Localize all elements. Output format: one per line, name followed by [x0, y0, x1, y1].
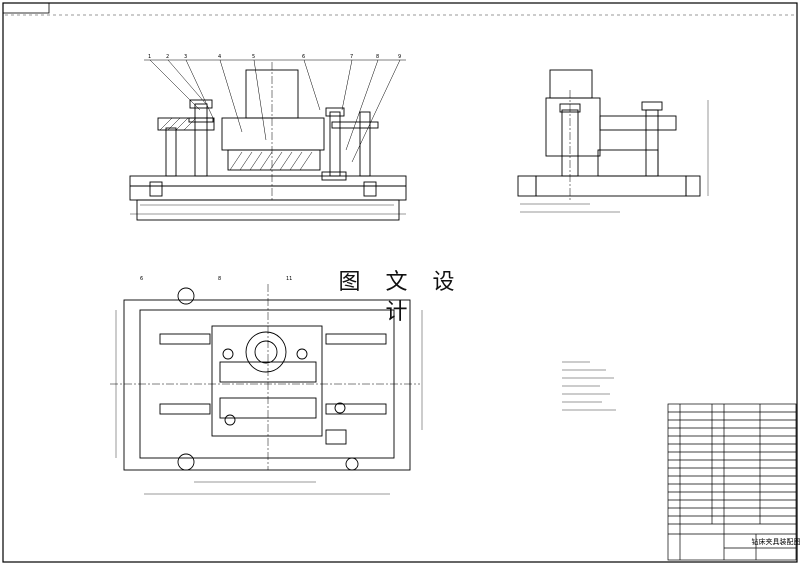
title-block-title: 钻床夹具装配图: [752, 537, 800, 546]
balloon-3: 3: [184, 54, 187, 60]
side-view: [518, 70, 708, 212]
plan-balloon-11: 11: [286, 276, 292, 282]
plan-view: [110, 284, 422, 494]
plan-balloon-6: 6: [140, 276, 143, 282]
technical-notes: [562, 362, 616, 410]
title-block: [668, 404, 796, 560]
balloon-1: 1: [148, 54, 151, 60]
balloon-4: 4: [218, 54, 221, 60]
balloon-2: 2: [166, 54, 169, 60]
front-view: [130, 60, 406, 220]
watermark: 图 文 设 计: [328, 268, 474, 298]
balloon-8: 8: [376, 54, 379, 60]
plan-balloon-8: 8: [218, 276, 221, 282]
balloon-6: 6: [302, 54, 305, 60]
balloon-7: 7: [350, 54, 353, 60]
front-balloons: 1 2 3 4 5 6 7 8 9: [148, 54, 401, 60]
plan-balloons: 6 8 11: [140, 276, 292, 282]
balloon-9: 9: [398, 54, 401, 60]
balloon-5: 5: [252, 54, 255, 60]
